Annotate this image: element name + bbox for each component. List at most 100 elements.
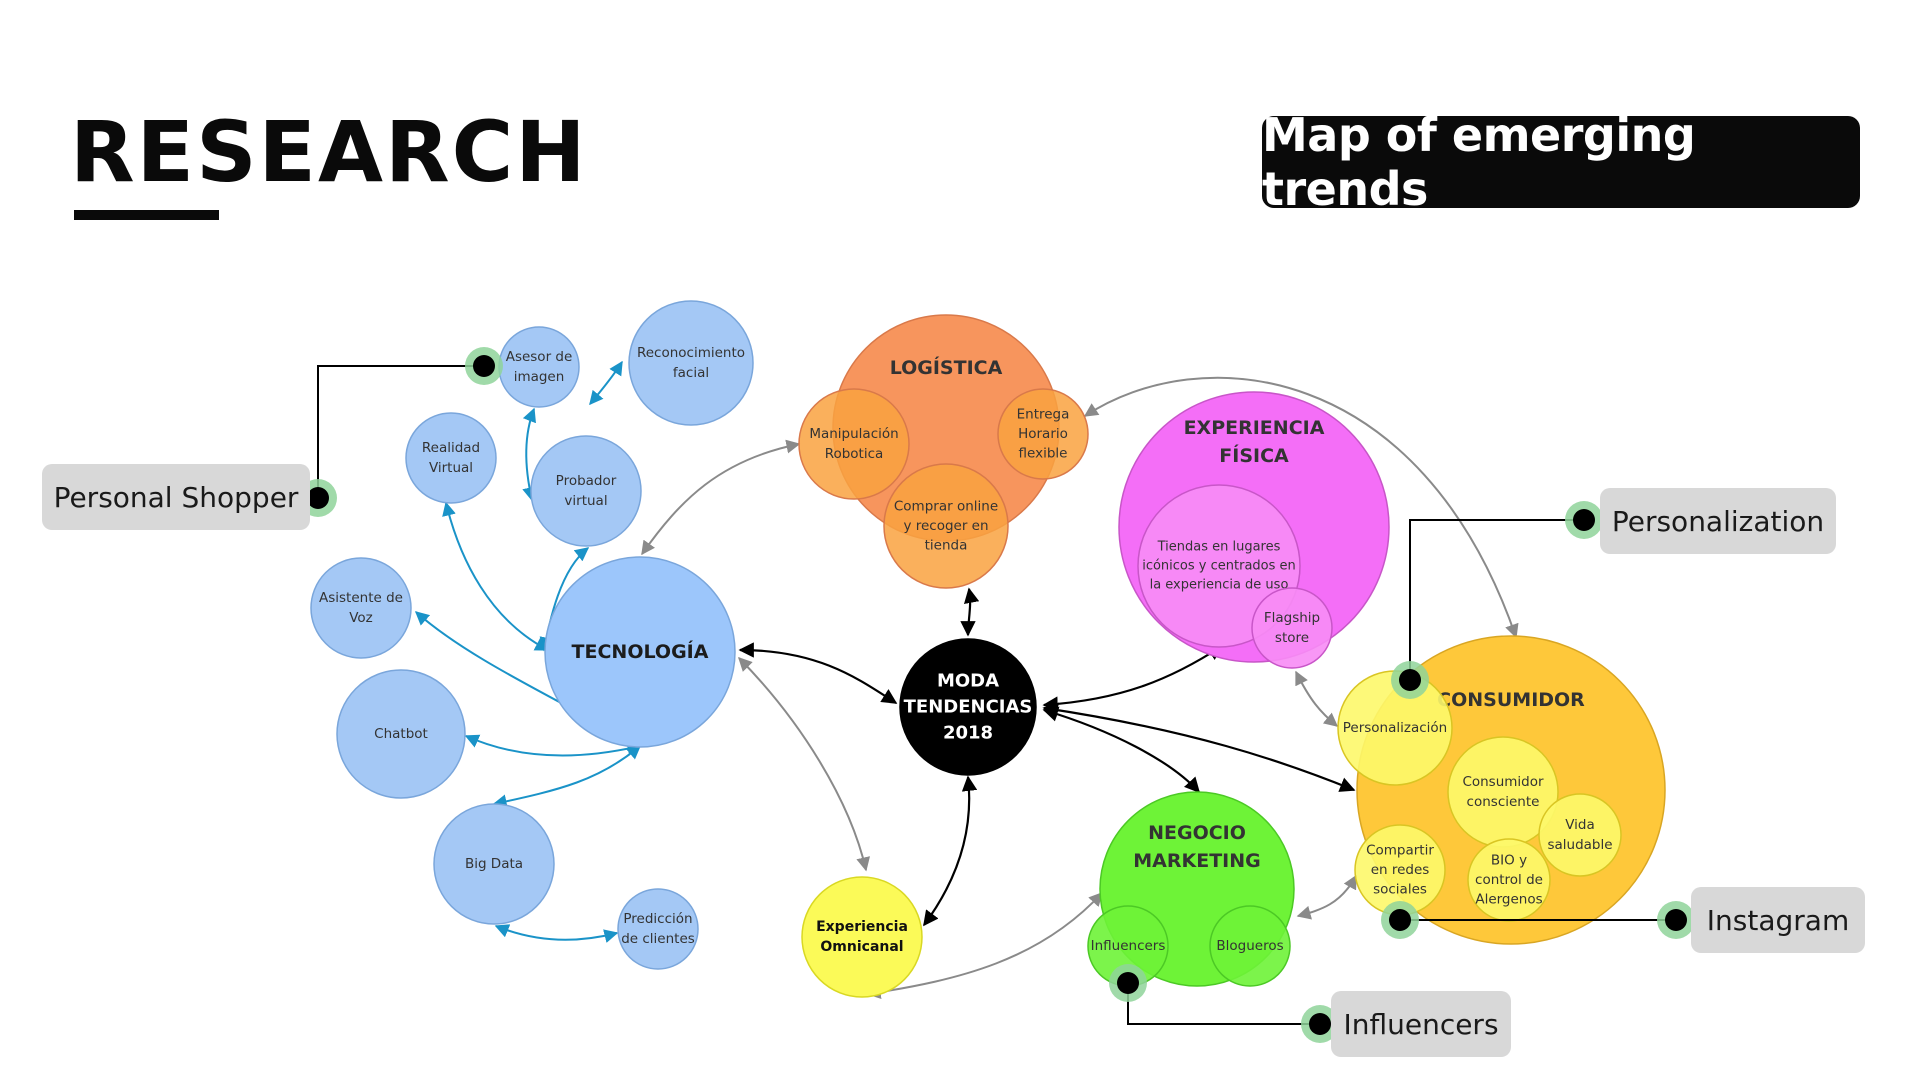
node-label: y recoger en — [903, 518, 988, 534]
node-circle — [405, 412, 497, 504]
node-label: tienda — [925, 538, 968, 554]
node-circle — [883, 463, 1009, 589]
node-label: control de — [1475, 872, 1543, 888]
connector-arrow — [442, 501, 550, 651]
node-circle — [997, 388, 1089, 480]
personal-shopper-callout: Personal Shopper — [42, 464, 310, 530]
node-label: TECNOLOGÍA — [572, 640, 709, 663]
map-title-badge: Map of emerging trends — [1262, 108, 1860, 216]
node-circle — [498, 326, 580, 408]
node-circle — [530, 435, 642, 547]
node-label: Influencers — [1091, 938, 1166, 954]
node-circle — [310, 557, 412, 659]
node-label: Consumidor — [1462, 774, 1544, 790]
connector-arrow — [1042, 645, 1224, 712]
node-asistente: Asistente de Voz — [310, 557, 412, 659]
node-label: EXPERIENCIA — [1184, 417, 1325, 439]
node-circle — [1538, 793, 1622, 877]
node-comprar: Comprar online y recoger en tienda — [883, 463, 1009, 589]
node-label: Comprar online — [894, 498, 998, 514]
connector-arrow — [1042, 702, 1356, 792]
node-label: store — [1275, 630, 1309, 646]
node-circle — [1209, 905, 1291, 987]
node-label: Compartir — [1366, 842, 1434, 858]
node-circle — [617, 888, 699, 970]
node-consciente: Consumidor consciente — [1447, 736, 1559, 848]
node-label: Horario — [1018, 426, 1068, 442]
callout-leader-line — [317, 365, 484, 498]
node-circle — [336, 669, 466, 799]
node-label: Robotica — [825, 446, 884, 462]
node-label: saludable — [1547, 837, 1612, 853]
node-circle — [544, 556, 736, 748]
node-label: Experiencia — [816, 919, 908, 935]
personalizacion-marker — [1391, 661, 1429, 699]
node-compartir: Compartir en redes sociales — [1354, 824, 1446, 916]
node-label: Vida — [1565, 817, 1595, 833]
node-label: Reconocimiento — [637, 345, 745, 361]
node-label: flexible — [1019, 446, 1068, 462]
compartir-marker — [1381, 901, 1419, 939]
node-label: 2018 — [943, 723, 993, 744]
influencers-marker — [1301, 1005, 1339, 1043]
connector-arrow — [494, 924, 619, 943]
connector-arrow — [1296, 874, 1357, 920]
connector-arrow — [641, 439, 801, 556]
node-label: MODA — [937, 670, 999, 691]
node-circle — [628, 300, 754, 426]
node-circle — [1251, 587, 1333, 669]
node-chatbot: Chatbot — [336, 669, 466, 799]
node-label: Flagship — [1264, 610, 1320, 626]
node-label: icónicos y centrados en — [1142, 559, 1296, 574]
node-circle — [899, 638, 1037, 776]
personalization-marker — [1565, 501, 1603, 539]
node-label: Predicción — [623, 911, 692, 927]
node-label: Entrega — [1017, 406, 1070, 422]
node-label: Big Data — [465, 856, 523, 872]
node-label: Asesor de — [506, 349, 573, 365]
node-label: BIO y — [1491, 852, 1527, 868]
node-circle — [801, 876, 923, 998]
node-label: Manipulación — [809, 426, 898, 442]
node-label: sociales — [1373, 882, 1427, 898]
connector-arrow — [1083, 376, 1519, 639]
node-label: Blogueros — [1216, 938, 1283, 954]
title-underline — [74, 210, 219, 220]
node-label: de clientes — [621, 931, 695, 947]
node-label: virtual — [564, 493, 607, 509]
node-label: consciente — [1467, 794, 1540, 810]
node-label: CONSUMIDOR — [1437, 689, 1585, 711]
node-label: TENDENCIAS — [904, 697, 1033, 718]
callout-leader-line — [1409, 519, 1584, 680]
connector-arrow — [960, 587, 980, 637]
asesor-marker — [465, 347, 503, 385]
node-label: Alergenos — [1475, 892, 1542, 908]
connector-arrow — [589, 360, 623, 406]
connector-arrow — [492, 745, 642, 809]
instagram-callout: Instagram — [1691, 887, 1865, 953]
node-label: NEGOCIO — [1148, 822, 1246, 844]
node-label: en redes — [1371, 862, 1430, 878]
connector-arrow — [923, 775, 978, 927]
node-vida: Vida saludable — [1538, 793, 1622, 877]
node-label: Voz — [349, 610, 373, 626]
callout-leader-line — [1127, 983, 1320, 1025]
connector-arrow — [738, 657, 871, 872]
node-center: MODA TENDENCIAS 2018 — [899, 638, 1037, 776]
node-label: Asistente de — [319, 590, 403, 606]
node-label: Virtual — [429, 460, 473, 476]
node-label: Chatbot — [374, 726, 428, 742]
node-circle — [433, 803, 555, 925]
instagram-marker — [1657, 901, 1695, 939]
node-bigdata: Big Data — [433, 803, 555, 925]
node-label: MARKETING — [1133, 850, 1260, 872]
connector-arrow — [1295, 670, 1339, 727]
node-label: LOGÍSTICA — [890, 356, 1003, 379]
node-label: FÍSICA — [1219, 444, 1289, 467]
node-label: Probador — [556, 473, 617, 489]
